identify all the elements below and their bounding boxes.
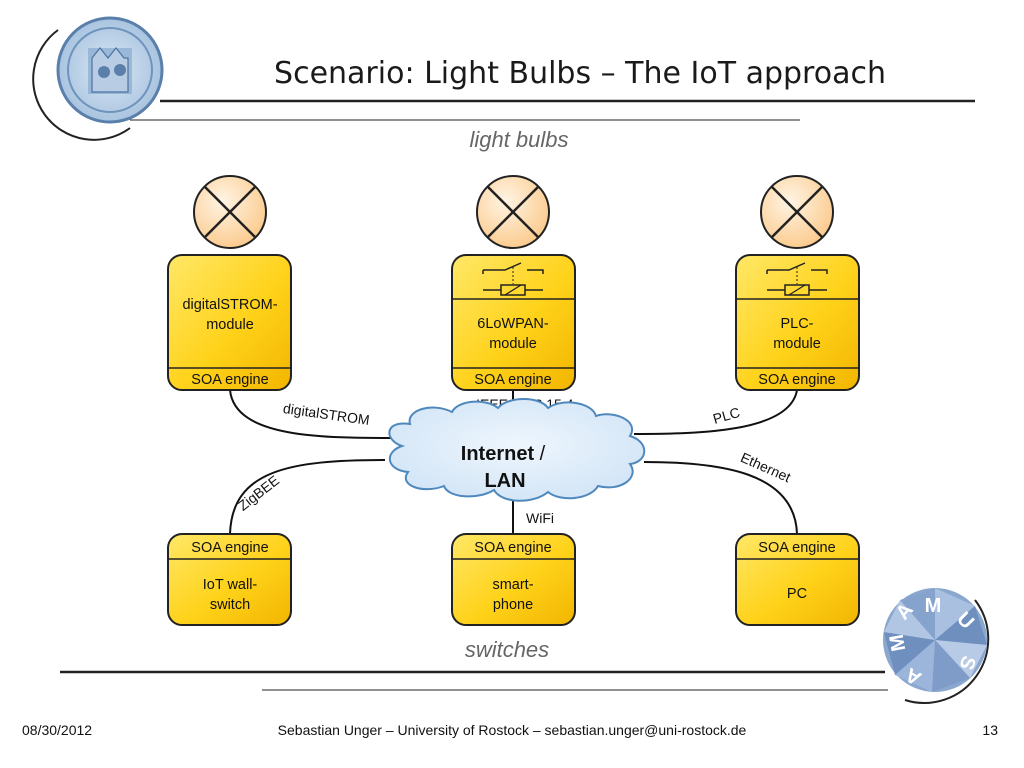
logo-letter: M xyxy=(886,633,911,653)
ethernet-link-label: Ethernet xyxy=(738,449,793,485)
slide-title: Scenario: Light Bulbs – The IoT approach xyxy=(274,56,886,91)
iot-wall-switch: SOA engine IoT wall- switch xyxy=(167,533,292,626)
digitalstrom-link xyxy=(229,389,409,440)
module-label: digitalSTROM- xyxy=(182,297,277,313)
footer-rules xyxy=(60,670,888,691)
switch-label: IoT wall- xyxy=(203,577,258,593)
soa-engine-label: SOA engine xyxy=(758,540,835,556)
logo-letter: M xyxy=(925,595,942,617)
light-bulb-icon xyxy=(476,175,550,249)
cloud-label-line1: Internet / xyxy=(461,443,546,465)
digitalstrom-module: digitalSTROM- module SOA engine xyxy=(167,254,292,391)
light-bulb-icon xyxy=(760,175,834,249)
switch-label: smart- xyxy=(492,577,533,593)
header-rules xyxy=(130,99,975,121)
smartphone-switch: SOA engine smart- phone xyxy=(451,533,576,626)
internet-lan-cloud: Internet / LAN xyxy=(388,398,646,502)
ethernet-link xyxy=(643,461,798,535)
soa-engine-label: SOA engine xyxy=(758,372,835,388)
cloud-label-line2: LAN xyxy=(484,470,525,492)
pc-switch: SOA engine PC xyxy=(735,533,860,626)
plc-link xyxy=(633,389,798,435)
module-label: module xyxy=(206,317,254,333)
university-seal xyxy=(32,16,164,141)
soa-engine-label: SOA engine xyxy=(191,372,268,388)
module-label: module xyxy=(489,336,537,352)
footer-date: 08/30/2012 xyxy=(22,722,93,738)
6lowpan-module: 6LoWPAN- module SOA engine xyxy=(451,254,576,391)
module-label: module xyxy=(773,336,821,352)
musama-logo: M U S A M A xyxy=(883,588,990,704)
switches-caption: switches xyxy=(465,637,549,662)
page-number: 13 xyxy=(982,722,998,738)
switch-label: PC xyxy=(787,586,807,602)
light-bulbs-caption: light bulbs xyxy=(469,127,568,152)
plc-link-label: PLC xyxy=(711,404,742,427)
wifi-link-label: WiFi xyxy=(526,510,554,526)
switch-label: switch xyxy=(210,597,250,613)
module-label: PLC- xyxy=(780,316,813,332)
zigbee-link xyxy=(229,459,386,535)
digitalstrom-link-label: digitalSTROM xyxy=(282,400,371,428)
footer-author: Sebastian Unger – University of Rostock … xyxy=(277,722,747,738)
zigbee-link-label: ZigBEE xyxy=(235,472,282,514)
plc-module: PLC- module SOA engine xyxy=(735,254,860,391)
switch-label: phone xyxy=(493,597,533,613)
module-label: 6LoWPAN- xyxy=(477,316,549,332)
light-bulb-icon xyxy=(193,175,267,249)
soa-engine-label: SOA engine xyxy=(474,540,551,556)
soa-engine-label: SOA engine xyxy=(191,540,268,556)
soa-engine-label: SOA engine xyxy=(474,372,551,388)
